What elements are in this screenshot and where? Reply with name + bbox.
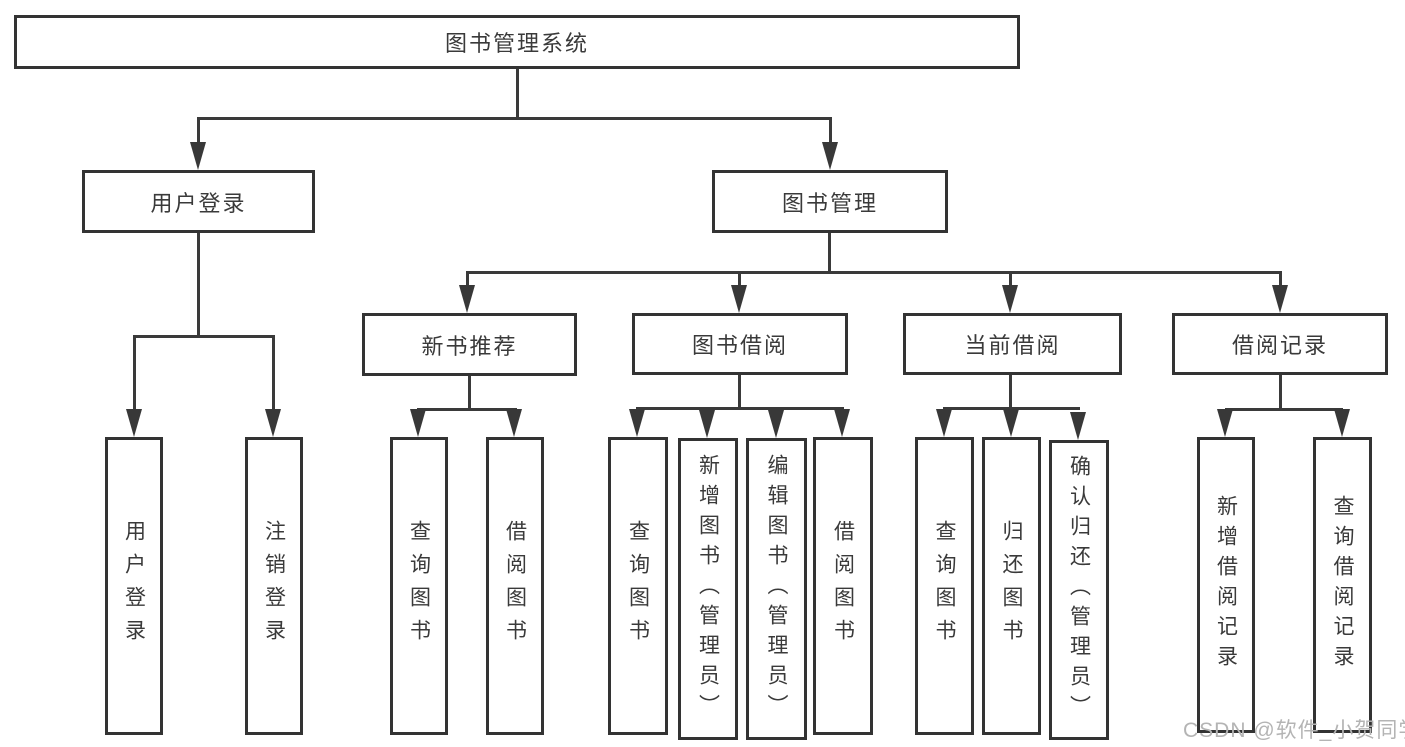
node-new-book-recommend: 新书推荐	[362, 313, 577, 376]
connector-line	[468, 376, 471, 408]
leaf-query-books-borrow: 查询图书	[608, 437, 668, 735]
connector-line	[272, 335, 275, 409]
connector-line	[197, 117, 832, 120]
arrowhead	[506, 409, 522, 437]
connector-line	[1009, 375, 1012, 407]
arrowhead	[1002, 285, 1018, 313]
arrowhead	[265, 409, 281, 437]
leaf-label: 注销登录	[262, 520, 286, 652]
arrowhead	[699, 410, 715, 438]
leaf-label: 查询借阅记录	[1331, 495, 1354, 675]
leaf-confirm-return-admin: 确认归还（管理员）	[1049, 440, 1109, 740]
connector-line	[516, 69, 519, 117]
leaf-label: 新增借阅记录	[1214, 495, 1238, 675]
node-label: 图书管理	[781, 190, 878, 216]
arrowhead	[936, 409, 952, 437]
arrowhead	[731, 285, 747, 313]
leaf-logout: 注销登录	[245, 437, 303, 735]
node-library-management-system: 图书管理系统	[14, 15, 1020, 69]
arrowhead	[822, 142, 838, 170]
arrowhead	[1334, 409, 1350, 437]
arrowhead	[1003, 409, 1019, 437]
connector-line	[466, 271, 469, 285]
arrowhead	[410, 409, 426, 437]
node-borrowing-records: 借阅记录	[1172, 313, 1388, 375]
node-current-borrowing: 当前借阅	[903, 313, 1122, 375]
arrowhead	[190, 142, 206, 170]
connector-line	[417, 408, 517, 411]
leaf-label: 查询图书	[626, 520, 650, 652]
arrowhead	[1272, 285, 1288, 313]
leaf-label: 确认归还（管理员）	[1067, 455, 1091, 725]
leaf-label: 借阅图书	[503, 520, 527, 652]
node-label: 图书管理系统	[444, 31, 589, 56]
leaf-label: 查询图书	[933, 520, 956, 652]
leaf-borrow-books-borrow: 借阅图书	[813, 437, 873, 735]
leaf-query-books-recommend: 查询图书	[390, 437, 448, 735]
connector-line	[738, 375, 741, 407]
connector-line	[943, 407, 1080, 410]
leaf-return-books: 归还图书	[982, 437, 1041, 735]
connector-line	[636, 407, 844, 410]
connector-line	[197, 233, 200, 335]
leaf-add-borrow-record: 新增借阅记录	[1197, 437, 1255, 733]
leaf-label: 用户登录	[122, 520, 146, 652]
leaf-label: 查询图书	[407, 520, 431, 652]
leaf-label: 编辑图书（管理员）	[765, 454, 788, 724]
leaf-label: 归还图书	[1000, 520, 1023, 652]
leaf-add-books-admin: 新增图书（管理员）	[678, 438, 738, 740]
connector-line	[197, 117, 200, 142]
connector-line	[1279, 271, 1282, 285]
leaf-label: 借阅图书	[831, 520, 855, 652]
connector-line	[1009, 271, 1012, 285]
connector-line	[466, 271, 1282, 274]
arrowhead	[1217, 409, 1233, 437]
connector-line	[1279, 375, 1282, 408]
node-label: 用户登录	[150, 190, 247, 216]
arrowhead	[126, 409, 142, 437]
leaf-borrow-books-recommend: 借阅图书	[486, 437, 544, 735]
node-book-borrowing: 图书借阅	[632, 313, 848, 375]
connector-line	[1225, 408, 1343, 411]
connector-line	[828, 233, 831, 271]
node-label: 当前借阅	[964, 333, 1061, 358]
node-label: 图书借阅	[691, 333, 788, 358]
connector-line	[133, 335, 275, 338]
leaf-query-books-current: 查询图书	[915, 437, 974, 735]
leaf-edit-books-admin: 编辑图书（管理员）	[746, 438, 807, 740]
node-label: 新书推荐	[421, 333, 518, 359]
connector-line	[133, 335, 136, 409]
node-user-login: 用户登录	[82, 170, 315, 233]
arrowhead	[834, 409, 850, 437]
arrowhead	[459, 285, 475, 313]
arrowhead	[629, 409, 645, 437]
leaf-query-borrow-record: 查询借阅记录	[1313, 437, 1372, 733]
connector-line	[738, 271, 741, 285]
node-book-management: 图书管理	[712, 170, 948, 233]
node-label: 借阅记录	[1231, 333, 1328, 358]
arrowhead	[768, 410, 784, 438]
leaf-user-login: 用户登录	[105, 437, 163, 735]
leaf-label: 新增图书（管理员）	[696, 454, 720, 724]
connector-line	[829, 117, 832, 142]
csdn-watermark: CSDN @软件_小贺同学	[1183, 719, 1405, 742]
arrowhead	[1070, 412, 1086, 440]
